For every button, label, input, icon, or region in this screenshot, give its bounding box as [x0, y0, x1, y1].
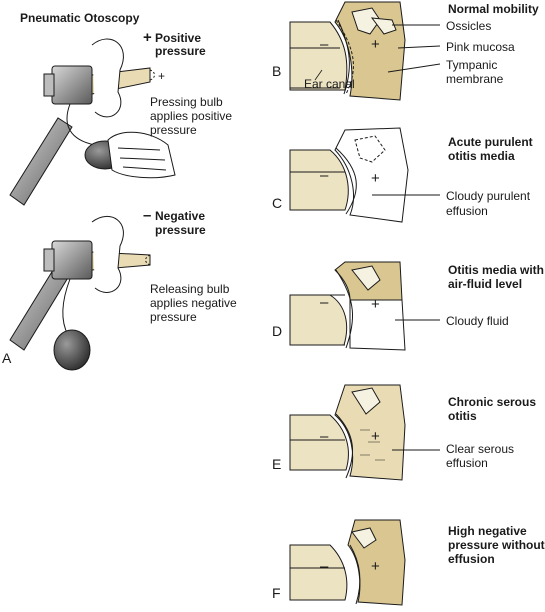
panel-d-plus: + [371, 296, 380, 313]
negative-pressure-label-2: pressure [155, 223, 206, 237]
panel-b-plus: + [371, 36, 380, 53]
label-clear-serous-1: Clear serous [446, 442, 515, 456]
positive-desc-3: pressure [150, 123, 197, 137]
label-tympanic-2: membrane [446, 72, 504, 86]
pneumatic-otoscopy-title: Pneumatic Otoscopy [20, 11, 140, 25]
label-ear-canal: Ear canal [304, 77, 355, 91]
label-ossicles: Ossicles [446, 19, 492, 33]
panel-d-title-1: Otitis media with [448, 263, 545, 277]
positive-sign: + [143, 29, 152, 46]
panel-letter-b: B [272, 63, 282, 79]
negative-desc-1: Releasing bulb [150, 282, 230, 296]
panel-b-minus: – [320, 36, 329, 53]
panel-e-title-1: Chronic serous [448, 395, 537, 409]
label-cloudy-purulent-2: effusion [446, 204, 488, 218]
panel-f-minus: – [320, 558, 329, 575]
otoscope-positive-illustration [9, 38, 176, 206]
label-clear-serous-2: effusion [446, 456, 488, 470]
label-tympanic-1: Tympanic [446, 58, 498, 72]
panel-letter-f: F [272, 585, 281, 601]
label-cloudy-fluid: Cloudy fluid [446, 314, 509, 328]
panel-d-minus: – [320, 294, 329, 311]
positive-pressure-label-2: pressure [155, 44, 206, 58]
label-cloudy-purulent-1: Cloudy purulent [446, 189, 531, 203]
panel-letter-a: A [2, 350, 12, 366]
panel-f-plus: + [371, 558, 380, 575]
otoscope-negative-illustration [9, 216, 151, 371]
panel-letter-c: C [272, 195, 283, 211]
panel-c-plus: + [371, 170, 380, 187]
panel-e-title-2: otitis [448, 409, 477, 423]
negative-sign: – [143, 207, 152, 224]
diagram-high-negative-pressure [289, 519, 406, 606]
panel-c-minus: – [320, 167, 329, 184]
panel-f-title-1: High negative [448, 524, 527, 538]
panel-d-title-2: air-fluid level [448, 277, 523, 291]
positive-desc-2: applies positive [150, 109, 233, 123]
positive-plus-marker: + [158, 69, 166, 83]
diagram-air-fluid-level [289, 261, 440, 351]
diagram-normal-mobility [289, 1, 441, 101]
negative-desc-2: applies negative [150, 296, 237, 310]
negative-pressure-label-1: Negative [155, 209, 206, 223]
panel-e-minus: – [320, 428, 329, 445]
label-pink-mucosa: Pink mucosa [446, 40, 515, 54]
positive-desc-1: Pressing bulb [150, 95, 223, 109]
panel-f-title-2: pressure without [448, 538, 545, 552]
diagram-chronic-serous [289, 384, 440, 481]
positive-pressure-label-1: Positive [155, 31, 202, 45]
panel-b-title: Normal mobility [448, 2, 539, 16]
panel-letter-e: E [272, 456, 282, 472]
panel-f-title-3: effusion [448, 552, 495, 566]
panel-e-plus: + [371, 428, 380, 445]
negative-desc-3: pressure [150, 310, 197, 324]
panel-c-title-2: otitis media [448, 149, 515, 163]
panel-c-title-1: Acute purulent [448, 135, 533, 149]
panel-letter-d: D [272, 323, 283, 339]
diagram-acute-purulent [289, 127, 440, 223]
